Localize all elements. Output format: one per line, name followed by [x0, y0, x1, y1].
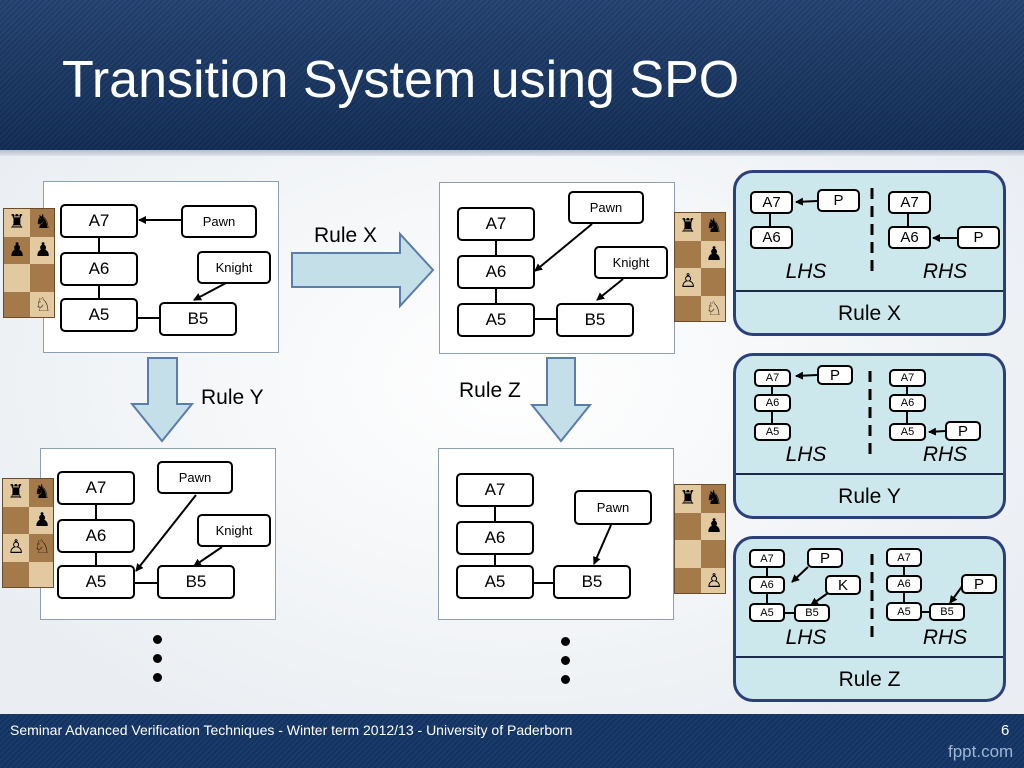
- rule-x-name: Rule X: [837, 302, 902, 325]
- rule-y-label: Rule Y: [201, 386, 264, 409]
- footer-bar: [0, 714, 1024, 768]
- rule-z-lhs-a6: A6: [749, 576, 785, 594]
- node-a5: A5: [457, 303, 535, 337]
- node-pawn: Pawn: [181, 205, 257, 238]
- node-a6: A6: [457, 255, 535, 289]
- title-divider: [0, 150, 1024, 156]
- node-b5: B5: [159, 302, 237, 336]
- rule-z-rhs-b5: B5: [929, 603, 965, 621]
- node-b5: B5: [157, 565, 235, 599]
- state-3: A7 A6 A5 B5 Pawn Knight: [40, 448, 276, 620]
- node-a6: A6: [60, 252, 138, 286]
- rule-z-label: Rule Z: [459, 379, 521, 402]
- rule-x-rhs-a6: A6: [888, 226, 931, 249]
- node-knight: Knight: [594, 246, 668, 279]
- rule-y-rhs-a6: A6: [889, 394, 926, 412]
- chessboard-state-3: ♜ ♞ ♟ ♙ ♘: [2, 478, 54, 588]
- rule-x-lhs-label: LHS: [785, 260, 827, 283]
- rule-z-lhs-label: LHS: [785, 626, 827, 649]
- node-knight: Knight: [197, 514, 271, 547]
- rule-z-lhs-a7: A7: [749, 549, 785, 568]
- rule-x-rhs-label: RHS: [922, 260, 968, 283]
- rule-x-rhs-p: P: [957, 226, 1000, 249]
- state-3-edges: [95, 494, 223, 584]
- state-1-edges: [98, 216, 227, 319]
- node-pawn: Pawn: [574, 490, 652, 525]
- node-knight: Knight: [197, 251, 271, 284]
- chessboard-state-1: ♜ ♞ ♟ ♟ ♘: [3, 208, 55, 318]
- rule-z-lhs-b5: B5: [794, 604, 830, 622]
- chessboard-state-2: ♜ ♞ ♟ ♙ ♘: [674, 212, 726, 322]
- state-4: A7 A6 A5 B5 Pawn: [438, 448, 674, 620]
- rule-x-edges: [769, 188, 957, 273]
- node-a6: A6: [456, 521, 534, 555]
- rule-y-lhs-a6: A6: [754, 394, 791, 412]
- state-1: A7 A6 A5 B5 Pawn Knight: [43, 181, 279, 353]
- node-a7: A7: [456, 473, 534, 507]
- node-a7: A7: [57, 471, 135, 505]
- node-b5: B5: [553, 565, 631, 599]
- rule-z-rhs-label: RHS: [922, 626, 968, 649]
- slide-title: Transition System using SPO: [62, 51, 740, 109]
- rule-x-panel: A7 A6 P A7 A6 P LHS RHS Rule X: [733, 170, 1006, 336]
- state-4-edges: [494, 506, 612, 584]
- rule-x-separator: [736, 290, 1003, 292]
- rule-z-edges: [766, 554, 964, 639]
- node-pawn: Pawn: [568, 191, 644, 224]
- rule-z-rhs-a6: A6: [886, 575, 922, 593]
- rule-y-lhs-label: LHS: [785, 443, 827, 466]
- node-a7: A7: [60, 204, 138, 238]
- brand-logo: fppt.com: [948, 742, 1014, 761]
- rule-z-rhs-a5: A5: [886, 602, 922, 621]
- rule-z-lhs-p: P: [807, 548, 843, 568]
- rule-y-name: Rule Y: [838, 485, 901, 508]
- rule-z-rhs-p: P: [961, 574, 997, 594]
- rule-z-lhs-a5: A5: [749, 603, 785, 622]
- rule-x-lhs-a6: A6: [750, 226, 793, 249]
- node-a5: A5: [456, 565, 534, 599]
- continuation-dots-left: [153, 635, 165, 685]
- rule-y-panel: A7 A6 A5 P A7 A6 A5 P LHS RHS Rule Y: [733, 353, 1006, 519]
- title-bar: [0, 0, 1024, 150]
- node-pawn: Pawn: [157, 461, 233, 494]
- rule-y-rhs-a7: A7: [889, 369, 926, 387]
- rule-y-rhs-a5: A5: [889, 423, 926, 441]
- rule-z-rhs-a7: A7: [886, 548, 922, 567]
- state-2: A7 A6 A5 B5 Pawn Knight: [439, 182, 675, 354]
- rule-z-panel: A7 A6 A5 B5 P K A7 A6 A5 B5 P LHS RHS Ru…: [733, 536, 1006, 702]
- rule-z-separator: [736, 656, 1003, 658]
- rule-z-lhs-k: K: [825, 575, 861, 595]
- rule-x-label: Rule X: [314, 224, 378, 247]
- state-2-edges: [495, 223, 624, 320]
- rule-y-lhs-a5: A5: [754, 423, 791, 441]
- rule-x-lhs-p: P: [817, 189, 860, 212]
- rule-x-rhs-a7: A7: [888, 191, 931, 214]
- rule-x-lhs-a7: A7: [750, 191, 793, 214]
- rule-y-rhs-p: P: [945, 421, 981, 441]
- page-number: 6: [1001, 722, 1010, 739]
- continuation-dots-right: [561, 637, 573, 687]
- node-a5: A5: [57, 565, 135, 599]
- footer-text: Seminar Advanced Verification Techniques…: [10, 722, 573, 738]
- rule-y-lhs-p: P: [817, 365, 853, 385]
- rule-z-name: Rule Z: [838, 668, 901, 691]
- rule-y-lhs-a7: A7: [754, 369, 791, 387]
- node-a6: A6: [57, 519, 135, 553]
- node-a5: A5: [60, 298, 138, 332]
- chessboard-state-4: ♜ ♞ ♟ ♙: [674, 484, 726, 594]
- rule-y-rhs-label: RHS: [922, 443, 968, 466]
- node-b5: B5: [556, 303, 634, 337]
- rule-y-edges: [771, 371, 946, 456]
- rule-y-separator: [736, 473, 1003, 475]
- node-a7: A7: [457, 207, 535, 241]
